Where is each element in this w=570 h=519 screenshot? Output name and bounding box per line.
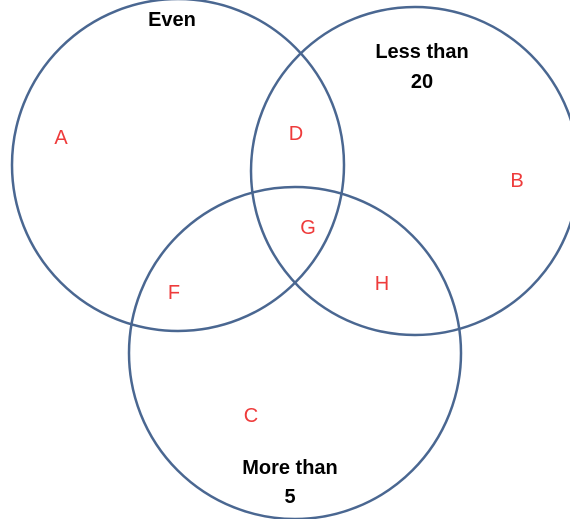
region-label-d: D xyxy=(289,123,303,145)
region-label-g: G xyxy=(300,217,316,239)
set-label-more-than-5-line1: More than xyxy=(242,457,338,479)
circle-more-than-5 xyxy=(127,185,463,519)
set-label-more-than-5-line2: 5 xyxy=(284,486,295,508)
region-label-c: C xyxy=(244,405,258,427)
set-label-less-than-20-line2: 20 xyxy=(411,71,433,93)
region-label-h: H xyxy=(375,273,389,295)
set-label-even: Even xyxy=(148,9,196,31)
circle-less-than-20 xyxy=(249,5,570,337)
region-label-a: A xyxy=(54,127,68,149)
region-label-b: B xyxy=(510,170,523,192)
set-label-less-than-20-line1: Less than xyxy=(375,41,468,63)
circle-even xyxy=(10,0,346,333)
region-label-f: F xyxy=(168,282,180,304)
